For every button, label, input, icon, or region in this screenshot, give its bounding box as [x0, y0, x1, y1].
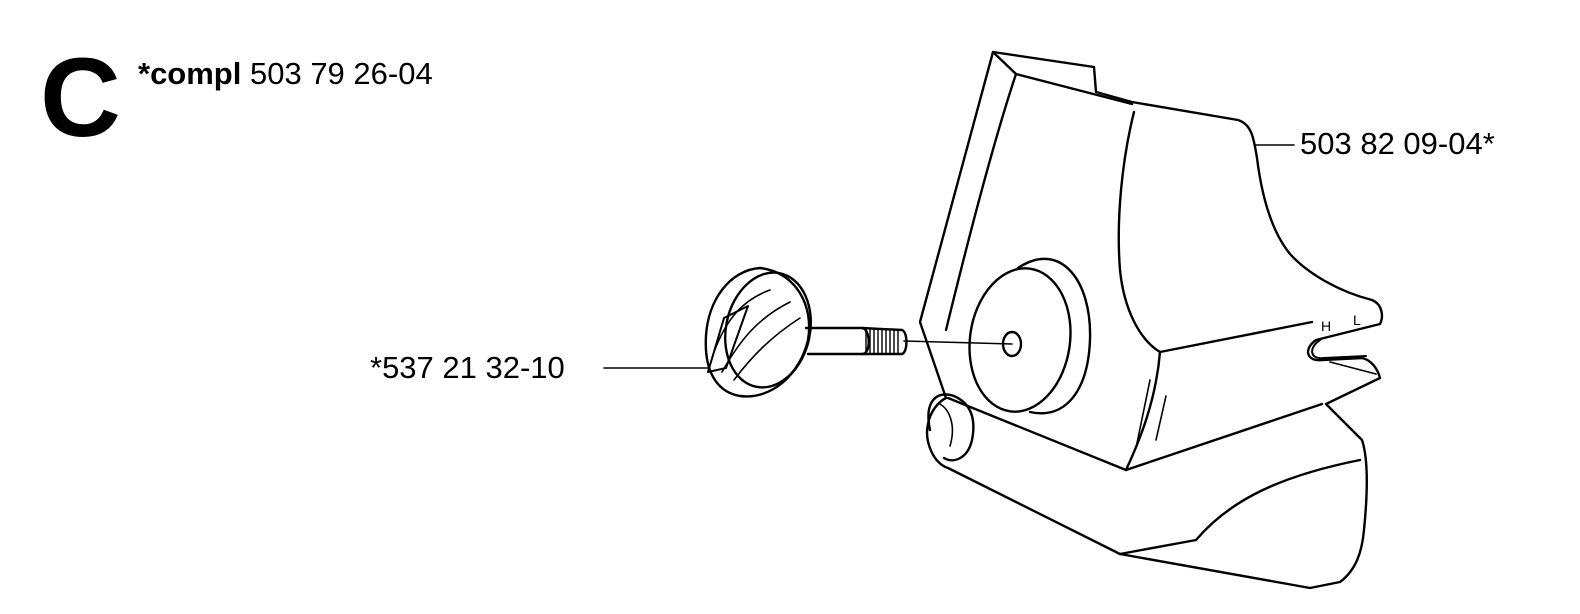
assembly-number: 503 79 26-04 — [249, 56, 433, 91]
cover-base-line — [1124, 402, 1324, 472]
section-letter: C — [40, 35, 121, 160]
knob-head-front — [704, 266, 811, 398]
cover-outline — [918, 50, 1384, 590]
assembly-prefix: *compl — [138, 56, 242, 91]
cover-part — [918, 50, 1384, 590]
cover-boss-side — [1016, 257, 1092, 415]
cover-foot-edge — [1118, 538, 1198, 556]
knob-grip-ridge — [707, 305, 749, 373]
cover-chamfer-line — [1158, 320, 1314, 354]
marking-h: H — [1321, 318, 1332, 334]
cover-lower-edge — [946, 350, 1162, 472]
cover-lug-inner — [939, 403, 954, 447]
cover-foot-curve — [1194, 458, 1362, 542]
cover-slot — [1311, 339, 1367, 360]
cover-front-crease — [944, 72, 1018, 332]
marking-l: L — [1353, 312, 1361, 328]
knob-grip-groove-2 — [721, 301, 791, 373]
cover-right-fold — [1117, 110, 1162, 354]
knob-head-rim — [723, 271, 813, 389]
knob-shaft — [804, 326, 870, 356]
knob-thread-lines — [865, 328, 899, 355]
knob-part-number: *537 21 32-10 — [370, 350, 565, 385]
cover-boss-rim — [968, 267, 1072, 413]
assembly-label: *compl 503 79 26-04 — [138, 58, 433, 89]
leader-knob-to-hole — [903, 340, 1013, 345]
knob-part — [704, 266, 908, 398]
knob-thread — [860, 326, 908, 356]
cover-shade-1 — [1135, 379, 1151, 449]
knob-grip-groove-3 — [733, 317, 801, 381]
cover-lug — [927, 393, 975, 462]
cover-slot-lip — [1329, 361, 1377, 375]
knob-grip-groove — [713, 289, 771, 353]
cover-shade-2 — [1155, 395, 1167, 441]
cover-part-number: 503 82 09-04* — [1300, 126, 1495, 161]
